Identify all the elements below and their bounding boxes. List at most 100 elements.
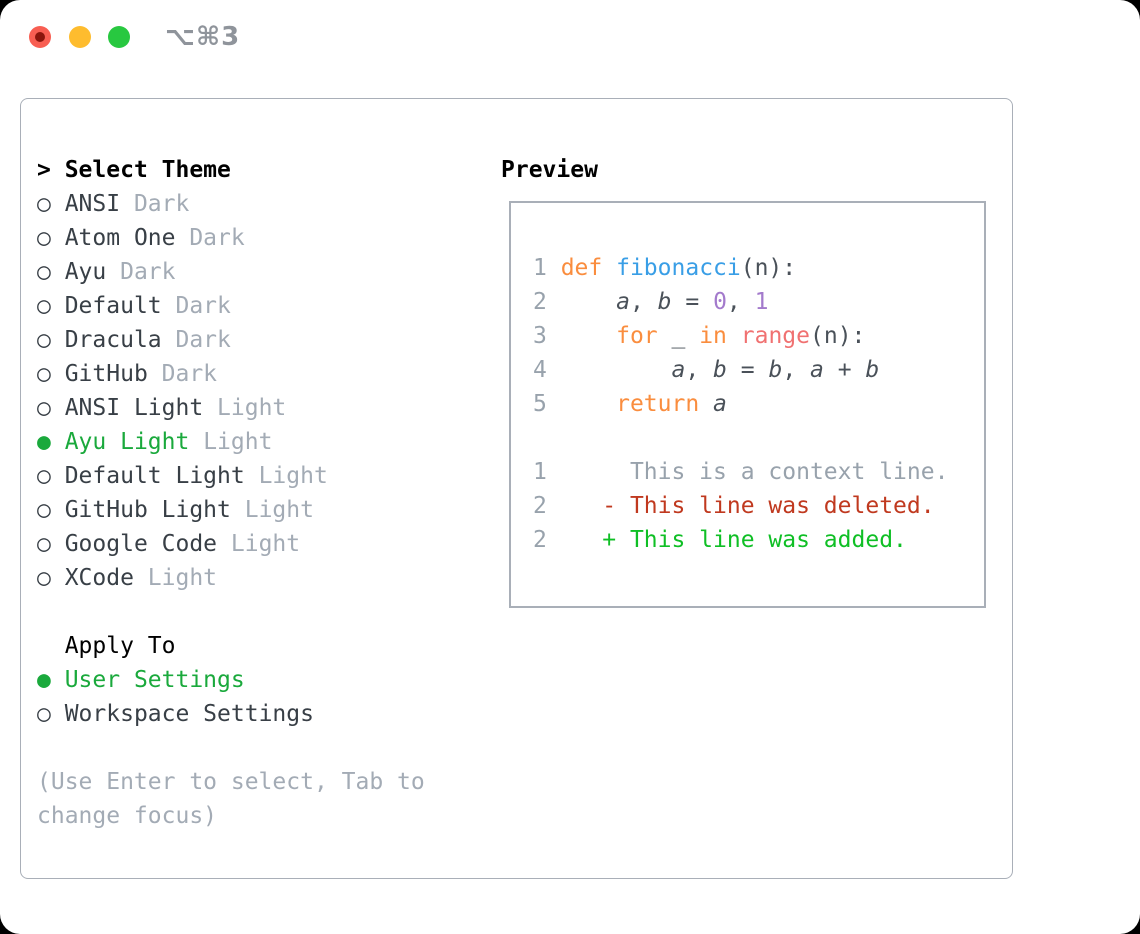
theme-variant: Dark (133, 191, 190, 217)
window-title: ⌥⌘3 (165, 22, 241, 52)
code-token: , (726, 289, 755, 315)
apply-to-group: Apply To ● User Settings○ Workspace Sett… (37, 629, 425, 731)
close-button[interactable] (29, 26, 51, 48)
radio-unselected-icon: ○ (37, 565, 65, 591)
theme-option[interactable]: ○ Dracula Dark (37, 323, 425, 357)
minimize-button[interactable] (69, 26, 91, 48)
code-token: a (810, 357, 824, 383)
code-token (727, 323, 741, 349)
theme-option[interactable]: ○ Default Dark (37, 289, 425, 323)
theme-variant: Dark (120, 259, 176, 285)
apply-to-label: Workspace Settings (64, 701, 314, 727)
diff-text: - This line was deleted. (560, 493, 935, 519)
code-token (561, 391, 616, 417)
code-token (561, 323, 616, 349)
diff-line-context: 1 This is a context line. (533, 455, 984, 489)
theme-picker-panel: > Select Theme ○ ANSI Dark○ Atom One Dar… (20, 98, 1013, 879)
radio-unselected-icon: ○ (37, 225, 65, 251)
radio-unselected-icon: ○ (37, 191, 65, 217)
radio-unselected-icon: ○ (37, 463, 65, 489)
code-line: 4 a, b = b, a + b (533, 353, 984, 387)
code-token (602, 255, 616, 281)
code-token: range (740, 323, 810, 349)
apply-to-option[interactable]: ○ Workspace Settings (37, 697, 425, 731)
theme-name: ANSI (64, 191, 134, 217)
code-line: 5 return a (533, 387, 984, 421)
prompt-icon: > (37, 157, 65, 183)
theme-option[interactable]: ○ ANSI Dark (37, 187, 425, 221)
left-column: > Select Theme ○ ANSI Dark○ Atom One Dar… (37, 153, 425, 833)
theme-name: Ayu (64, 259, 121, 285)
code-token: for (616, 323, 658, 349)
code-token: 1 (754, 289, 769, 315)
code-token: = (726, 357, 769, 383)
code-token: = (671, 289, 714, 315)
line-number: 2 (533, 493, 561, 519)
spacer (533, 421, 984, 455)
code-token: return (616, 391, 700, 417)
code-token: a (671, 357, 686, 383)
diff-text: + This line was added. (560, 527, 907, 553)
theme-option[interactable]: ○ GitHub Light Light (37, 493, 425, 527)
theme-name: Atom One (64, 225, 190, 251)
spacer (37, 595, 425, 629)
code-token (561, 289, 616, 315)
line-number: 2 (533, 527, 561, 553)
radio-unselected-icon: ○ (37, 395, 65, 421)
code-token: def (560, 255, 603, 281)
code-token: b (865, 357, 880, 383)
diff-text: This is a context line. (560, 459, 949, 485)
theme-option[interactable]: ○ Ayu Dark (37, 255, 425, 289)
theme-name: XCode (64, 565, 148, 591)
theme-name: GitHub Light (64, 497, 245, 523)
radio-selected-icon: ● (37, 667, 65, 693)
code-token: in (699, 323, 727, 349)
code-token: _ (657, 323, 700, 349)
zoom-button[interactable] (108, 26, 130, 48)
theme-option[interactable]: ○ GitHub Dark (37, 357, 425, 391)
theme-list: > Select Theme ○ ANSI Dark○ Atom One Dar… (37, 153, 425, 595)
radio-unselected-icon: ○ (37, 361, 65, 387)
theme-name: GitHub (64, 361, 162, 387)
code-line: 2 a, b = 0, 1 (533, 285, 984, 319)
line-number: 1 (533, 459, 561, 485)
theme-variant: Light (147, 565, 218, 591)
theme-variant: Light (230, 531, 301, 557)
theme-variant: Light (244, 497, 314, 523)
radio-unselected-icon: ○ (37, 531, 65, 557)
code-token: , (629, 289, 658, 315)
code-line: 3 for _ in range(n): (533, 319, 984, 353)
line-number: 3 (533, 323, 561, 349)
code-token: b (768, 357, 783, 383)
theme-name: Default Light (64, 463, 259, 489)
theme-variant: Light (258, 463, 328, 489)
line-number: 5 (533, 391, 561, 417)
hint-line: change focus) (37, 803, 218, 829)
theme-option[interactable]: ○ ANSI Light Light (37, 391, 425, 425)
apply-to-header: Apply To (64, 633, 176, 659)
code-token: (n): (740, 255, 797, 281)
theme-option[interactable]: ○ XCode Light (37, 561, 425, 595)
line-number: 4 (533, 357, 561, 383)
preview-header: Preview (501, 153, 598, 187)
code-token: b (713, 357, 727, 383)
theme-list-title: Select Theme (64, 157, 231, 183)
apply-to-option[interactable]: ● User Settings (37, 663, 425, 697)
theme-option[interactable]: ○ Default Light Light (37, 459, 425, 493)
theme-option[interactable]: ○ Atom One Dark (37, 221, 425, 255)
theme-name: Dracula (64, 327, 176, 353)
code-token: (n): (810, 323, 866, 349)
theme-name: Google Code (64, 531, 231, 557)
code-token: + (823, 357, 866, 383)
code-token (561, 357, 672, 383)
theme-option[interactable]: ○ Google Code Light (37, 527, 425, 561)
code-token (699, 391, 713, 417)
radio-unselected-icon: ○ (37, 497, 65, 523)
code-line: 1 def fibonacci(n): (533, 251, 984, 285)
theme-variant: Dark (161, 361, 218, 387)
code-token: 0 (713, 289, 727, 315)
code-token: fibonacci (616, 255, 741, 281)
theme-option[interactable]: ● Ayu Light Light (37, 425, 425, 459)
code-token: a (616, 289, 630, 315)
